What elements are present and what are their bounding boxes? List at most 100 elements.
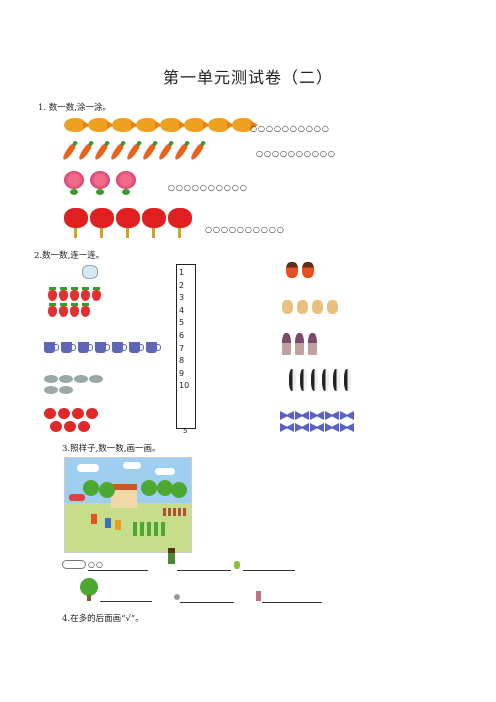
cup-icon (129, 342, 144, 353)
fish-icon (112, 118, 138, 132)
fish-row (64, 118, 258, 132)
apple-icon (44, 408, 56, 419)
fish-icon (44, 375, 58, 383)
tree-icon (99, 482, 115, 498)
number-8[interactable]: 8 (179, 356, 185, 366)
butterfly-icon (325, 411, 339, 420)
butterfly-icon (295, 423, 309, 432)
number-7[interactable]: 7 (179, 343, 185, 353)
child-answer-line-2[interactable] (262, 602, 322, 603)
fish-icon (88, 118, 114, 132)
strawberry-icon (70, 287, 79, 301)
number-4[interactable]: 4 (179, 305, 185, 315)
cup-icon (146, 342, 161, 353)
tree-icon (80, 578, 98, 596)
number-3[interactable]: 3 (179, 293, 185, 303)
butterfly-icon (325, 423, 339, 432)
child-icon (115, 520, 121, 530)
page-title: 第一单元测试卷（二） (162, 68, 333, 87)
strawberry-icon (92, 287, 101, 301)
car-icon (69, 494, 85, 501)
carrot-icon (77, 142, 93, 162)
strawberry-icon (70, 303, 79, 317)
ostrich-icon (282, 333, 291, 355)
number-box: 1 2 3 4 5 6 7 8 9 10 (176, 264, 196, 429)
child-icon (256, 591, 261, 601)
apple-icon (58, 408, 70, 419)
apple-group (44, 408, 102, 432)
question-2-label: 2.数一数,连一连。 (34, 251, 105, 261)
box-footnote: 5 (183, 427, 188, 435)
ostrich-icon (308, 333, 317, 355)
butterfly-icon (280, 423, 294, 432)
tree-icon (83, 480, 99, 496)
fish-icon (232, 118, 258, 132)
cup-icon (61, 342, 76, 353)
number-9[interactable]: 9 (179, 368, 185, 378)
monkey-icon (327, 300, 338, 314)
penguin-icon (289, 369, 296, 391)
fish-icon (208, 118, 234, 132)
fish-icon (74, 375, 88, 383)
lantern-circles[interactable]: ○○○○○○○○○○ (205, 225, 285, 234)
cloud-answer-line[interactable] (88, 570, 148, 571)
tree-icon (141, 480, 157, 496)
apple-icon (72, 408, 84, 419)
question-3-label: 3.照样子,数一数,画一画。 (62, 444, 161, 454)
butterfly-icon (340, 423, 354, 432)
butterfly-icon (295, 411, 309, 420)
fish-icon (44, 386, 58, 394)
cloud-icon (77, 464, 99, 472)
cloud-icon (62, 560, 86, 569)
carrot-icon (157, 142, 173, 162)
fish-icon (160, 118, 186, 132)
cloud-icon (155, 468, 175, 475)
number-2[interactable]: 2 (179, 280, 185, 290)
fish-icon (64, 118, 90, 132)
cloud-example-answer: ○○ (88, 560, 104, 569)
fish-circles[interactable]: ○○○○○○○○○○ (250, 124, 330, 133)
number-10[interactable]: 10 (179, 381, 190, 391)
flower-circles[interactable]: ○○○○○○○○○○ (168, 183, 248, 192)
lantern-icon (90, 208, 114, 238)
butterfly-icon (280, 411, 294, 420)
chicken-answer-line[interactable] (180, 602, 234, 603)
question-4-label: 4.在多的后面画“√”。 (62, 614, 144, 624)
apple-icon (64, 421, 76, 432)
fish-icon (59, 375, 73, 383)
carrot-icon (189, 142, 205, 162)
penguin-icon (311, 369, 318, 391)
cabbage-icon (234, 561, 240, 569)
child-icon (302, 262, 314, 278)
penguin-icon (300, 369, 307, 391)
child-answer-line[interactable] (177, 570, 231, 571)
carrot-circles[interactable]: ○○○○○○○○○○ (256, 149, 336, 158)
number-1[interactable]: 1 (179, 268, 185, 277)
fish-icon (89, 375, 103, 383)
watering-can-icon (82, 265, 98, 279)
lantern-row (64, 208, 194, 238)
tree-answer-line[interactable] (100, 601, 152, 602)
fence-icon (163, 508, 187, 516)
carrot-row (61, 142, 210, 162)
carrot-icon (61, 142, 77, 162)
carrot-icon (93, 142, 109, 162)
tree-trunk (87, 595, 91, 601)
penguin-icon (322, 369, 329, 391)
fish-icon (136, 118, 162, 132)
child-icon (286, 262, 298, 278)
strawberry-icon (59, 287, 68, 301)
apple-icon (50, 421, 62, 432)
ostrich-group (282, 333, 321, 355)
strawberry-icon (81, 303, 90, 317)
cabbage-field (133, 522, 167, 536)
fish-icon (184, 118, 210, 132)
monkey-icon (297, 300, 308, 314)
fish-icon (59, 386, 73, 394)
cup-icon (95, 342, 110, 353)
cabbage-answer-line[interactable] (243, 570, 295, 571)
house-icon (111, 484, 137, 508)
number-5[interactable]: 5 (179, 318, 185, 328)
number-6[interactable]: 6 (179, 330, 185, 340)
question-1-label: 1. 数一数,涂一涂。 (38, 103, 112, 113)
